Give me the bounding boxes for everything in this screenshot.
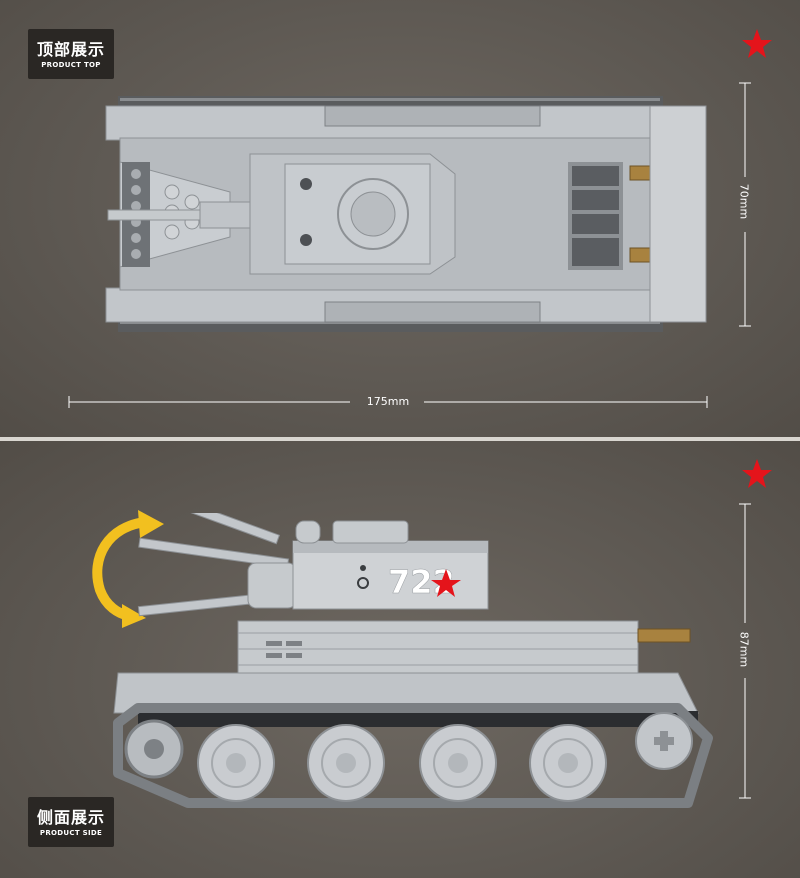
side-view-panel: 722 bbox=[0, 441, 800, 878]
tank-side-image: 722 bbox=[113, 513, 713, 808]
panel-divider bbox=[0, 437, 800, 441]
red-star-icon bbox=[742, 29, 772, 58]
red-star-icon bbox=[742, 459, 772, 488]
width-dimension-line bbox=[68, 396, 708, 408]
side-view-label-en: PRODUCT SIDE bbox=[39, 829, 103, 837]
height-dimension-text: 70mm bbox=[737, 183, 751, 220]
rotate-arrow-icon bbox=[92, 510, 164, 628]
side-height-dimension-text: 87mm bbox=[737, 631, 751, 668]
top-view-label-cn: 顶部展示 bbox=[36, 40, 105, 59]
top-view-panel: 顶部展示 PRODUCT TOP bbox=[0, 0, 800, 437]
height-dimension-line bbox=[739, 82, 751, 327]
top-view-label: 顶部展示 PRODUCT TOP bbox=[28, 29, 114, 79]
side-view-label-cn: 侧面展示 bbox=[36, 808, 105, 827]
width-dimension-text: 175mm bbox=[366, 395, 410, 408]
top-view-label-en: PRODUCT TOP bbox=[41, 61, 101, 69]
tank-top-image bbox=[105, 96, 707, 332]
side-view-label: 侧面展示 PRODUCT SIDE bbox=[28, 797, 114, 847]
side-height-dimension-line bbox=[739, 503, 751, 799]
